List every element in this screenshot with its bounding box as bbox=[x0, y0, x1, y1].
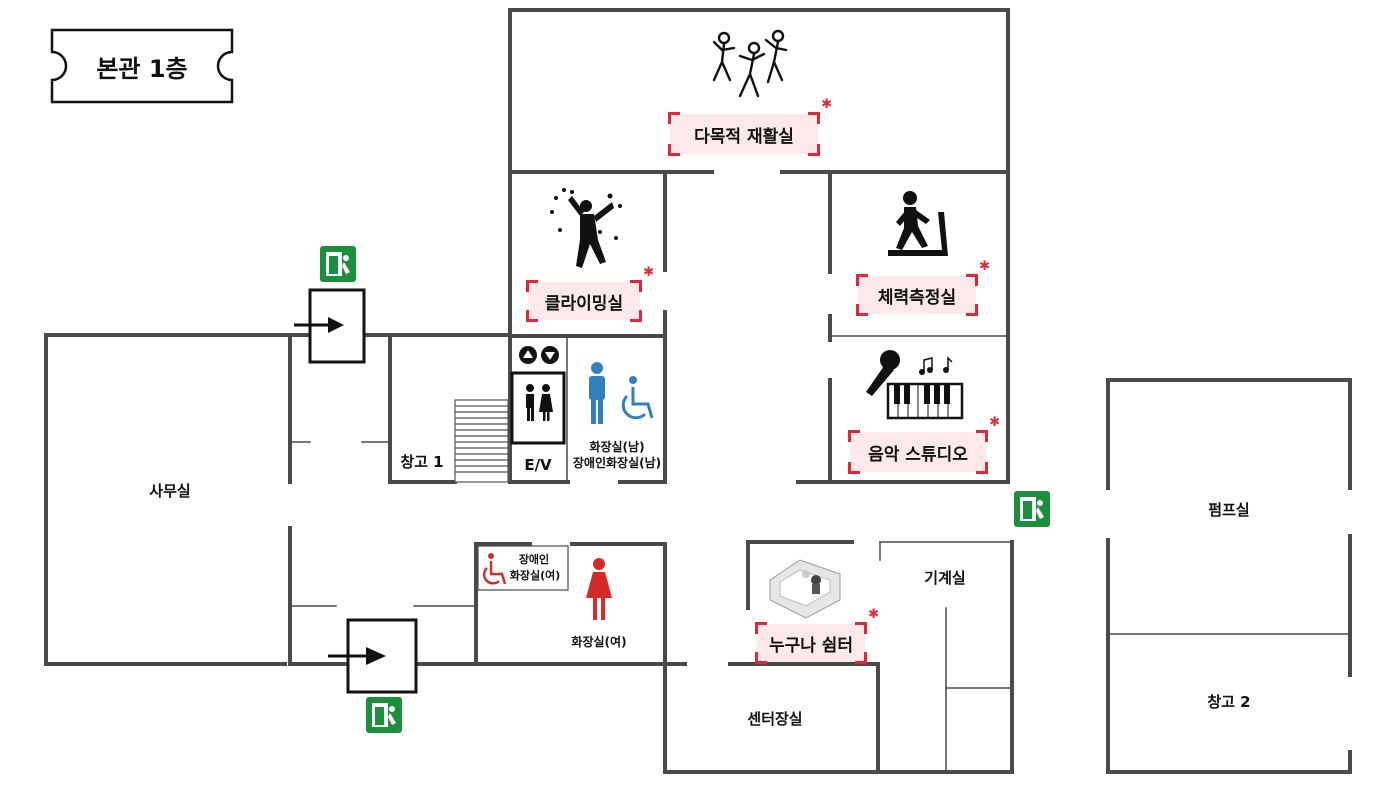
room-pump: 펌프실 bbox=[1208, 501, 1250, 519]
exit-sign-icon bbox=[320, 246, 356, 282]
men-icon bbox=[589, 362, 605, 424]
tag-shelter: 누구나 쉼터 ✱ bbox=[755, 608, 879, 664]
wheelchair-icon bbox=[621, 376, 654, 420]
dancers-icon bbox=[712, 29, 788, 98]
tag-climbing: 클라이밍실 ✱ bbox=[526, 266, 654, 322]
room-accessible-women-line1: 장애인 bbox=[518, 553, 550, 566]
music-notes-icon bbox=[919, 356, 953, 375]
tag-music-studio: 음악 스튜디오 ✱ bbox=[848, 416, 1000, 474]
room-machine: 기계실 bbox=[924, 569, 966, 587]
stairs-icon bbox=[454, 399, 509, 483]
walls bbox=[44, 8, 1352, 774]
tag-fitness-measure: 체력측정실 ✱ bbox=[856, 260, 990, 316]
room-office: 사무실 bbox=[149, 482, 191, 500]
exit-sign-icon bbox=[1014, 491, 1050, 527]
floor-badge-frame bbox=[50, 28, 234, 104]
room-ev: E/V bbox=[524, 456, 552, 474]
piano-icon bbox=[886, 382, 964, 420]
arrow-icon bbox=[328, 317, 344, 333]
room-restroom-men-accessible: 장애인화장실(남) bbox=[572, 456, 662, 470]
climber-icon bbox=[550, 188, 622, 268]
climbing-label: 클라이밍실 bbox=[544, 293, 624, 314]
arrow-icon bbox=[366, 647, 386, 665]
room-storage2: 창고 2 bbox=[1207, 693, 1251, 711]
room-accessible-women-line2: 화장실(여) bbox=[509, 569, 561, 582]
room-center-office: 센터장실 bbox=[747, 710, 803, 728]
floor-title: 본관 1층 bbox=[96, 54, 188, 83]
exit-sign-icon bbox=[366, 697, 402, 733]
wheelchair-icon bbox=[482, 553, 507, 585]
tag-multipurpose-rehab: 다목적 재활실 ✱ bbox=[668, 98, 832, 156]
fitness-measure-label: 체력측정실 bbox=[877, 287, 957, 308]
room-restroom-women: 화장실(여) bbox=[571, 635, 627, 649]
multipurpose-rehab-label: 다목적 재활실 bbox=[694, 126, 794, 147]
room-storage1: 창고 1 bbox=[400, 453, 444, 471]
shelter-label: 누구나 쉼터 bbox=[768, 635, 854, 656]
room-restroom-men: 화장실(남) bbox=[589, 440, 645, 454]
treadmill-icon bbox=[888, 191, 948, 256]
elevator-icon bbox=[510, 346, 566, 445]
microphone-icon bbox=[866, 350, 900, 396]
lounge-icon bbox=[769, 559, 841, 619]
music-studio-label: 음악 스튜디오 bbox=[868, 444, 968, 465]
women-icon bbox=[586, 558, 612, 620]
